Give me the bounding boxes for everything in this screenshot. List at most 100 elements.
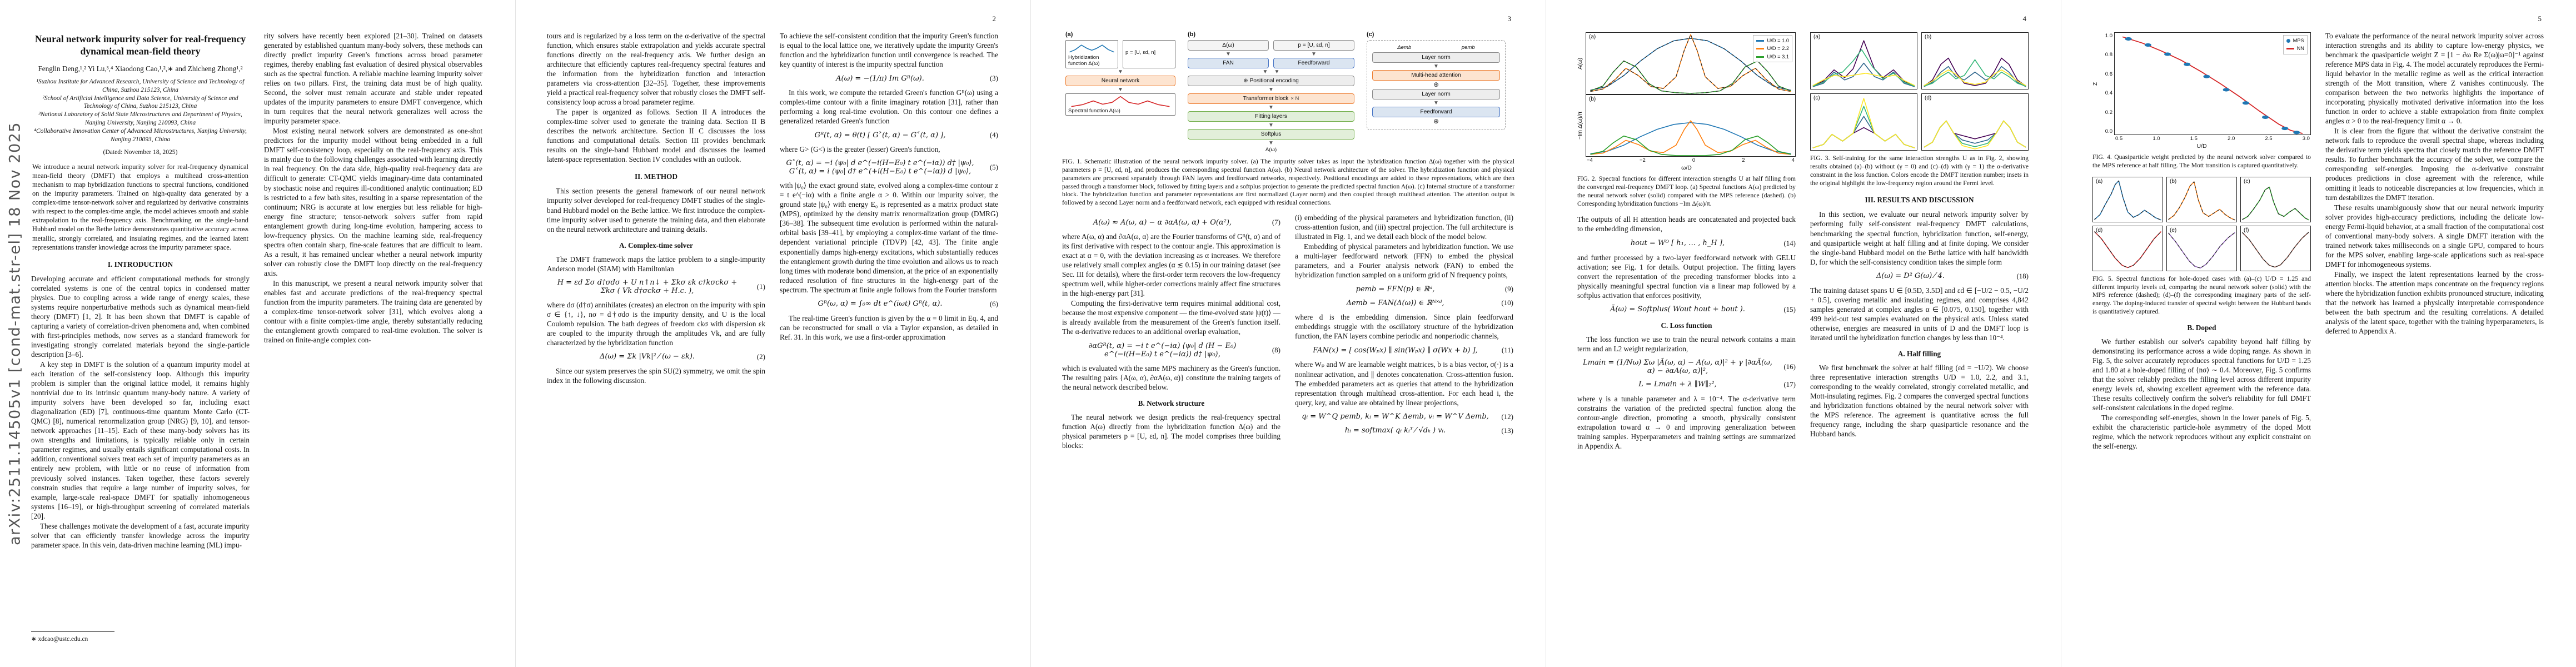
equation-11: FAN(x) = [ cos(Wₚx) ∥ sin(Wₚx) ∥ σ(Wx + … [1313,346,1513,355]
fig5-panel-f-curves [2241,226,2310,271]
page5-right-column: To evaluate the performance of the neura… [2325,31,2544,451]
legend-entry: U/D = 1.0 [1756,37,1789,44]
fig1-multihead-attention-box: Multi-head attention [1372,70,1500,81]
arrow-down-icon: ▼ [1225,51,1231,57]
fig2-ylabel-a: A(ω) [1577,57,1583,69]
fig5-panel-e: (e) [2166,225,2237,271]
figure-4: Z 1.0 0.8 0.6 0.4 0.2 0.0 MPS [2092,32,2311,170]
fig1-aout-label: A(ω) [1265,147,1277,153]
paragraph: To achieve the self-consistent condition… [780,32,998,69]
legend-entry: MPS [2286,37,2304,44]
fig1-output-label: Spectral function A(ω) [1068,108,1120,114]
paragraph: The loss function we use to train the ne… [1577,335,1796,353]
fig1-positional-encoding-box: ⊕ Positional encoding [1188,76,1354,86]
page-1: arXiv:2511.14505v1 [cond-mat.str-el] 18 … [0,0,515,667]
fig1-parameters-box: p = [U, εd, n] [1123,40,1175,68]
page-4: 4 A(ω) (a) U/D = 1.0 U/D = 2.2 U/D = 3.1 [1546,0,2061,667]
fig1-transformer-internal-box: Δemb pemb Layer norm ▼ Multi-head attent… [1367,40,1506,131]
fig1-params-input: p = [U, εd, n] [1273,40,1354,51]
paragraph: The corresponding self-energies, shown i… [2092,414,2311,451]
paragraph: This section presents the general framew… [547,187,765,233]
equation-10: Δemb = FAN(Δ(ω)) ∈ ℝᴺ˟ᵈ,(10) [1346,298,1513,308]
equation-4: Gᴿ(t, α) = θ(t) [ G˃(t, α) − G˂(t, α) ],… [814,131,998,140]
fig1-transformer-repeat-label: × N [1291,96,1299,102]
page-number: 4 [2022,14,2027,23]
fig2-caption: FIG. 2. Spectral functions for different… [1577,175,1796,207]
paragraph: These challenges motivate the developmen… [31,521,250,549]
equation-8: ∂αGᴿ(t, α) = −i t e^(−iα) ⟨ψ₀| d (H − E₀… [1088,341,1280,359]
paragraph: Finally, we inspect the latent represent… [2325,270,2544,335]
paragraph: A key step in DMFT is the solution of a … [31,360,250,520]
paper-title: Neural network impurity solver for real-… [34,33,246,57]
page3-left-column: A(ω) ≈ A(ω, α) − α ∂αA(ω, α) + O(α²),(7)… [1062,213,1280,451]
paragraph: and further processed by a two-layer fee… [1577,253,1796,300]
arrow-down-icon: ▼ ▼ [1262,69,1280,75]
fig5-panel-d: (d) [2092,225,2163,271]
fig3-panel-c-curves [1811,94,1917,150]
subsection-heading-doped: B. Doped [2187,323,2216,332]
fig1-transformer-box: Transformer block× N [1188,93,1354,104]
affiliation-1: ¹Suzhou Institute for Advanced Research,… [36,78,245,93]
arrow-down-icon: ▼ [1433,100,1439,107]
paragraph: with |ψ₀⟩ the exact ground state, evolve… [780,181,998,294]
equation-5: G˃(t, α) = −i ⟨ψ₀| d e^(−i(H−E₀) t e^(−i… [786,159,998,176]
paragraph: where G˃ (G˂) is the greater (lesser) Gr… [780,145,940,154]
page2-right-column: To achieve the self-consistent condition… [780,31,998,386]
equation-7: A(ω) ≈ A(ω, α) − α ∂αA(ω, α) + O(α²),(7) [1093,218,1280,227]
paragraph: The DMFT framework maps the lattice prob… [547,255,765,273]
legend-swatch [1756,39,1765,42]
equation-15: Ã(ω) = Softplus( Wout hout + bout ).(15) [1610,305,1796,314]
fig3-panel-c: (c) [1810,93,1917,151]
fig4-plot: MPS NN [2114,32,2311,135]
fig1-output-box: Spectral function A(ω) [1065,93,1175,116]
figure-2: A(ω) (a) U/D = 1.0 U/D = 2.2 U/D = 3.1 [1577,32,1796,208]
legend-line-swatch [2286,48,2294,50]
fig4-ylabel: Z [2092,82,2099,86]
fig3-panel-d: (d) [1921,93,2029,151]
paragraph: Computing the first-derivative term requ… [1062,299,1280,336]
paragraph: where dσ (d†σ) annihilates (creates) an … [547,300,765,347]
paragraph: Developing accurate and efficient comput… [31,274,250,359]
legend-swatch [1756,56,1765,58]
paragraph: where γ is a tunable parameter and λ = 1… [1577,394,1796,450]
paragraph: To evaluate the performance of the neura… [2325,32,2544,126]
fig1-hybridization-label: Hybridization function Δ(ω) [1068,54,1100,67]
paragraph: The training dataset spans U ∈ [0.5D, 3.… [1810,286,2029,342]
paragraph: We first benchmark the solver at half fi… [1810,363,2029,439]
equation-3: A(ω) = −(1/π) Im Gᴿ(ω).(3) [836,74,998,83]
fig3-panel-a-curves [1811,33,1917,89]
fig3-panel-d-curves [1922,94,2028,150]
affiliation-3: ³National Laboratory of Solid State Micr… [38,111,242,127]
fig1-neural-network-box: Neural network [1065,76,1175,86]
section-heading-method: II. METHOD [635,172,677,181]
corresponding-author-email: ∗ xdcao@ustc.edu.cn [31,636,88,643]
fig5-panel-a-curves [2093,177,2163,222]
figure-5: (a) (b) (c) (d) (e) (f) FIG. 5. Spectral… [2092,176,2311,316]
fig2-legend: U/D = 1.0 U/D = 2.2 U/D = 3.1 [1753,35,1792,63]
fig2-spectral-curves [1586,33,1795,94]
fig2-panel-b-plot: (b) [1586,94,1796,157]
page-5: 5 Z 1.0 0.8 0.6 0.4 0.2 0.0 [2061,0,2576,667]
paragraph: where A(ω, α) and ∂αA(ω, α) are the Four… [1062,232,1280,298]
fig1-fitting-layers-box: Fitting layers [1188,111,1354,122]
paragraph: (i) embedding of the physical parameters… [1295,213,1513,241]
figure-1: (a) Hybridization function Δ(ω) p = [U, … [1062,31,1514,207]
fig1-softplus-box: Softplus [1188,129,1354,140]
paragraph: rity solvers have recently been explored… [264,32,482,126]
equation-17: L = Lmain + λ ∥W∥₂²,(17) [1638,380,1796,389]
fig5-caption: FIG. 5. Spectral functions for hole-dope… [2092,275,2311,316]
equation-14: hout = Wᴼ [ h₁, … , h_H ],(14) [1630,238,1796,248]
fig5-panel-b-curves [2167,177,2236,222]
arrow-down-icon: ▼ [1118,69,1123,75]
paragraph: The paper is organized as follows. Secti… [547,108,765,164]
subsection-heading-loss-function: C. Loss function [1661,321,1712,330]
fig5-panel-f: (f) [2240,225,2311,271]
paragraph: The real-time Green's function is given … [780,313,998,341]
page-3: 3 (a) Hybridization function Δ(ω) p = [U… [1030,0,1546,667]
equation-2: Δ(ω) = Σk |Vk|² ⁄ (ω − εk).(2) [599,352,765,361]
equation-9: pemb = FFN(p) ∈ ℝᵈ,(9) [1356,285,1513,293]
fig1-feedforward-box: Feedforward [1273,58,1354,68]
legend-marker-dot [2286,38,2290,43]
page1-right-column: rity solvers have recently been explored… [264,31,482,550]
